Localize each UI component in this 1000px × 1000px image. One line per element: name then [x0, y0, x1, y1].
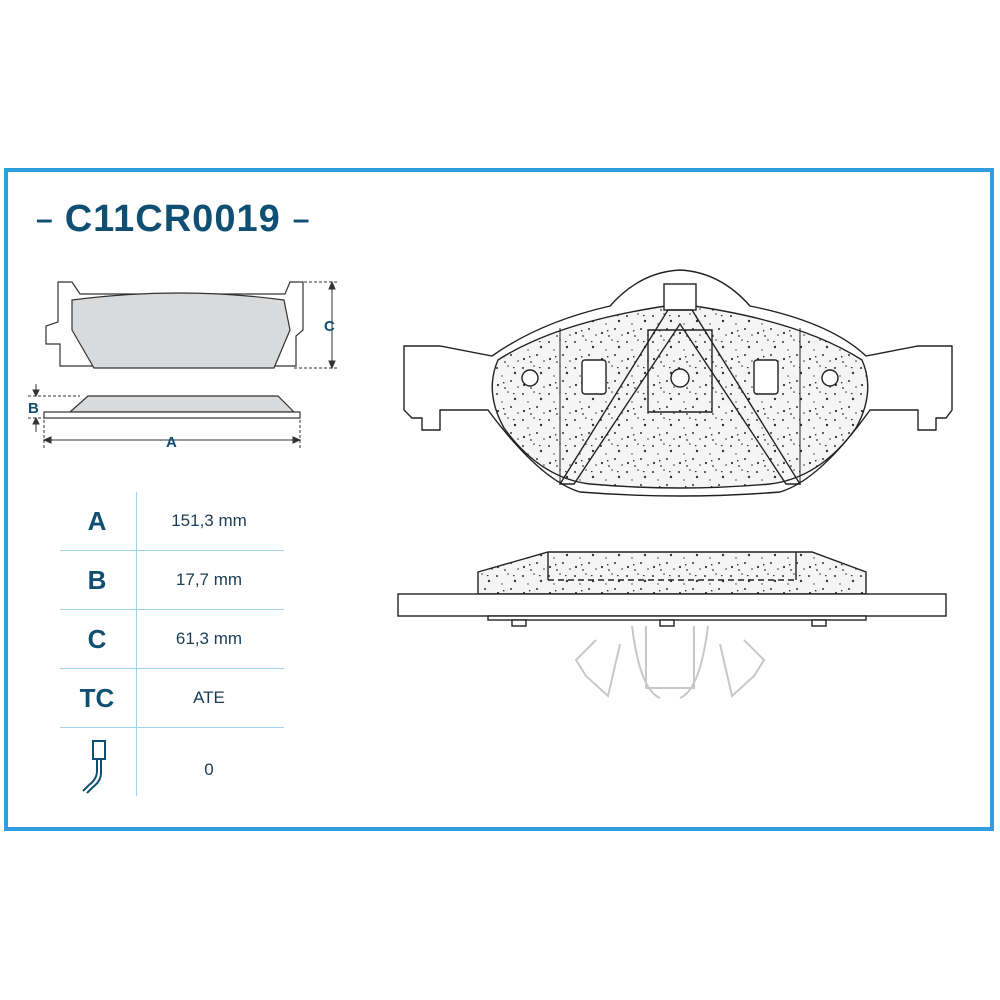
spec-value: 0 [204, 760, 214, 779]
spec-row-sensor: 0 [60, 728, 284, 812]
dim-label-c: C [324, 318, 335, 335]
table-divider [136, 492, 137, 796]
spec-value: 61,3 mm [175, 629, 243, 648]
spec-row-a: A 151,3 mm [60, 492, 284, 551]
spec-key [60, 737, 134, 804]
spec-row-c: C 61,3 mm [60, 610, 284, 669]
spec-table: A 151,3 mm B 17,7 mm C 61,3 mm TC ATE 0 [60, 492, 284, 812]
pad-top-view [71, 292, 291, 369]
dim-label-a: A [166, 434, 177, 451]
spec-value: 151,3 mm [171, 511, 247, 530]
title-dash-right: – [292, 202, 310, 236]
spec-value: 17,7 mm [175, 570, 243, 589]
product-code: C11CR0019 [64, 198, 281, 240]
product-title: – C11CR0019 – [36, 198, 309, 241]
clip-spring [574, 625, 766, 699]
spec-value: ATE [193, 688, 225, 707]
wear-sensor-icon [82, 739, 106, 794]
dim-label-b: B [28, 400, 39, 417]
title-dash-left: – [36, 202, 53, 236]
spec-row-b: B 17,7 mm [60, 551, 284, 610]
spec-key: A [87, 505, 107, 536]
spec-key: TC [79, 682, 115, 713]
spec-row-tc: TC ATE [60, 669, 284, 728]
spec-key: C [87, 623, 107, 654]
pad-front-view [403, 269, 953, 497]
spec-key: B [87, 564, 107, 595]
product-card [4, 168, 994, 831]
pad-bottom-view [397, 551, 947, 627]
